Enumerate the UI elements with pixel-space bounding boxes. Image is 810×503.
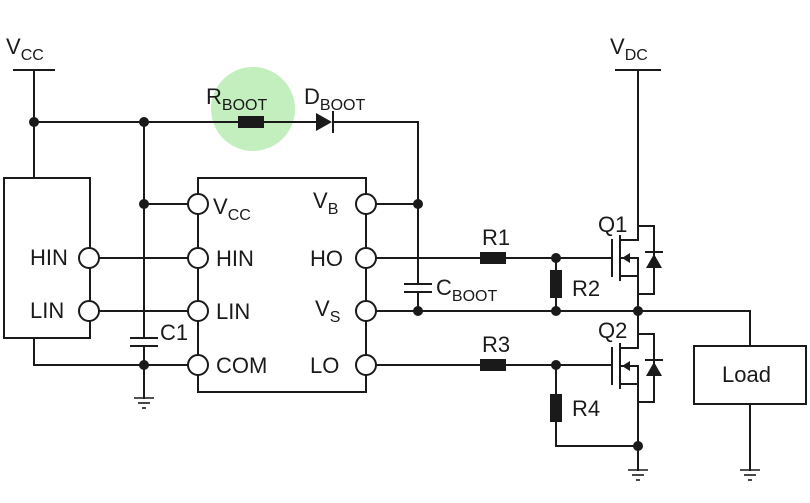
controller-hin-pin — [78, 247, 100, 269]
r2-label: R2 — [572, 276, 600, 301]
q2-mosfet: Q2 — [598, 318, 663, 409]
ground-icon — [134, 397, 154, 409]
ic-vcc-label: VCC — [213, 194, 251, 224]
ic-ho-label: HO — [310, 246, 343, 271]
rboot-label: RBOOT — [206, 84, 267, 114]
r4-resistor: R4 — [550, 364, 600, 447]
vdc-supply: VDC — [610, 34, 661, 227]
q1-mosfet: Q1 — [598, 212, 663, 301]
ic-vs-label: VS — [315, 296, 340, 326]
r1-resistor: R1 — [480, 225, 510, 264]
load-label: Load — [722, 362, 771, 387]
ic-hin-pin — [187, 247, 209, 269]
ic-vs-pin — [355, 300, 377, 322]
dboot-diode: DBOOT — [304, 84, 365, 133]
c1-label: C1 — [160, 320, 188, 345]
ic-com-pin — [187, 354, 209, 376]
vcc-supply: VCC — [6, 34, 55, 179]
ic-vb-pin — [355, 193, 377, 215]
ground-icon — [628, 469, 648, 481]
junction — [551, 306, 561, 316]
r2-resistor: R2 — [550, 257, 600, 312]
junction — [139, 199, 149, 209]
rboot-highlight — [211, 67, 295, 151]
r4-label: R4 — [572, 396, 600, 421]
ic-hin-label: HIN — [216, 246, 254, 271]
vdc-supply-label: VDC — [610, 34, 648, 64]
controller-lin-label: LIN — [30, 298, 64, 323]
cboot-capacitor: CBOOT — [404, 275, 497, 305]
junction — [29, 117, 39, 127]
ground-icon — [740, 469, 760, 481]
ic-lo-pin — [355, 354, 377, 376]
q2-label: Q2 — [598, 318, 627, 343]
ic-lin-label: LIN — [216, 299, 250, 324]
dboot-label: DBOOT — [304, 84, 365, 114]
rboot-resistor: RBOOT — [206, 84, 267, 128]
c1-capacitor: C1 — [130, 320, 188, 347]
ic-ho-pin — [355, 247, 377, 269]
r1-label: R1 — [482, 225, 510, 250]
junction — [413, 306, 423, 316]
cboot-label: CBOOT — [436, 275, 497, 305]
controller-hin-label: HIN — [30, 245, 68, 270]
r3-resistor: R3 — [480, 332, 510, 371]
vcc-supply-label: VCC — [6, 34, 44, 64]
ic-lin-pin — [187, 300, 209, 322]
q1-label: Q1 — [598, 212, 627, 237]
junction — [633, 441, 643, 451]
junction — [413, 199, 423, 209]
controller-lin-pin — [78, 300, 100, 322]
ic-vcc-pin — [187, 193, 209, 215]
ic-vb-label: VB — [313, 188, 338, 218]
ic-lo-label: LO — [310, 353, 339, 378]
r3-label: R3 — [482, 332, 510, 357]
ic-com-label: COM — [216, 353, 267, 378]
driver-ic — [197, 177, 367, 393]
